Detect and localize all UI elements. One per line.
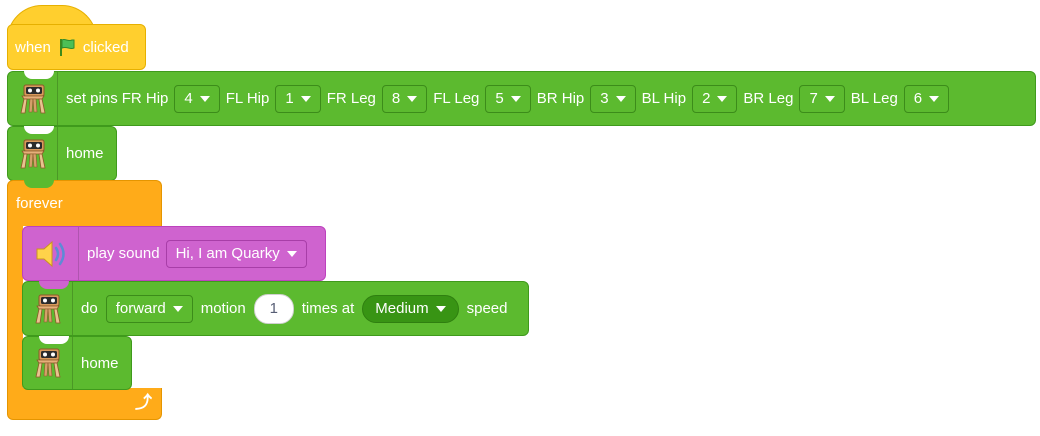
pin-dropdown-fl-leg[interactable]: 5 — [485, 84, 531, 113]
pin-label-bl-leg: BL Leg — [850, 90, 898, 107]
block-notch — [24, 180, 54, 188]
dropdown-value: 3 — [600, 90, 609, 107]
forever-bottom: ⤴ — [7, 388, 162, 420]
speaker-icon — [23, 227, 79, 280]
block-notch — [39, 281, 69, 289]
dropdown-value: 2 — [702, 90, 711, 107]
chevron-down-icon — [615, 95, 626, 102]
chevron-down-icon — [929, 95, 940, 102]
forever-label: forever — [16, 195, 63, 212]
pin-label-bl-hip: BL Hip — [641, 90, 687, 107]
block-notch — [24, 126, 54, 134]
clicked-label: clicked — [82, 38, 129, 56]
chevron-down-icon — [824, 95, 835, 102]
home-label: home — [81, 354, 119, 372]
pin-dropdown-fr-leg[interactable]: 8 — [381, 84, 428, 113]
quarky-icon — [8, 72, 58, 125]
pin-dropdown-fl-hip[interactable]: 1 — [275, 84, 321, 113]
chevron-down-icon — [300, 95, 311, 102]
speed-dropdown[interactable]: Medium — [362, 294, 459, 323]
pin-dropdown-br-hip[interactable]: 3 — [590, 84, 636, 113]
pin-label-fr-leg: FR Leg — [326, 90, 376, 107]
pin-label-fr-hip: FR Hip — [121, 90, 169, 107]
motion-label: motion — [200, 300, 246, 317]
dropdown-value: forward — [115, 300, 166, 317]
home-block[interactable]: home — [7, 126, 117, 181]
chevron-down-icon — [286, 250, 297, 257]
dropdown-value: 6 — [913, 90, 923, 107]
do-motion-block[interactable]: do forward motion 1 times at Medium spee… — [22, 281, 529, 336]
when-flag-clicked-block[interactable]: when clicked — [7, 24, 146, 70]
sound-dropdown[interactable]: Hi, I am Quarky — [165, 239, 307, 268]
set-pins-block[interactable]: set pins FR Hip 4 FL Hip 1 FR Leg 8 FL L… — [7, 71, 1036, 126]
home-block-2[interactable]: home — [22, 336, 132, 390]
forever-arm — [7, 224, 23, 390]
forever-block[interactable]: forever — [7, 180, 162, 226]
times-input[interactable]: 1 — [253, 293, 294, 324]
dropdown-value: 4 — [184, 90, 193, 107]
dropdown-value: 7 — [809, 90, 818, 107]
dropdown-value: 5 — [495, 90, 504, 107]
play-sound-block[interactable]: play sound Hi, I am Quarky — [22, 226, 326, 281]
chevron-down-icon — [172, 305, 183, 312]
chevron-down-icon — [199, 95, 210, 102]
dropdown-value: Hi, I am Quarky — [175, 245, 280, 262]
times-at-label: times at — [301, 300, 355, 317]
pin-label-fl-hip: FL Hip — [225, 90, 270, 107]
when-label: when — [15, 38, 51, 56]
dropdown-value: Medium — [375, 300, 429, 317]
pin-dropdown-bl-leg[interactable]: 6 — [903, 84, 950, 113]
block-notch — [24, 71, 54, 79]
pin-label-fl-leg: FL Leg — [433, 90, 480, 107]
home-label: home — [66, 145, 104, 162]
play-sound-label: play sound — [87, 245, 160, 262]
quarky-icon — [23, 337, 73, 389]
quarky-icon — [23, 282, 73, 335]
chevron-down-icon — [717, 95, 728, 102]
green-flag-icon — [59, 38, 75, 56]
quarky-icon — [8, 127, 58, 180]
do-label: do — [81, 300, 98, 317]
chevron-down-icon — [435, 305, 446, 312]
direction-dropdown[interactable]: forward — [105, 294, 193, 323]
dropdown-value: 8 — [391, 90, 401, 107]
chevron-down-icon — [510, 95, 521, 102]
pin-dropdown-fr-hip[interactable]: 4 — [174, 84, 220, 113]
pin-dropdown-br-leg[interactable]: 7 — [799, 84, 845, 113]
block-notch — [39, 336, 69, 344]
pin-label-br-hip: BR Hip — [536, 90, 585, 107]
set-pins-label: set pins — [66, 90, 118, 107]
loop-arrow-icon: ⤴ — [135, 393, 152, 412]
dropdown-value: 1 — [285, 90, 294, 107]
speed-label: speed — [466, 300, 508, 317]
chevron-down-icon — [407, 95, 418, 102]
pin-dropdown-bl-hip[interactable]: 2 — [692, 84, 738, 113]
pin-label-br-leg: BR Leg — [743, 90, 794, 107]
